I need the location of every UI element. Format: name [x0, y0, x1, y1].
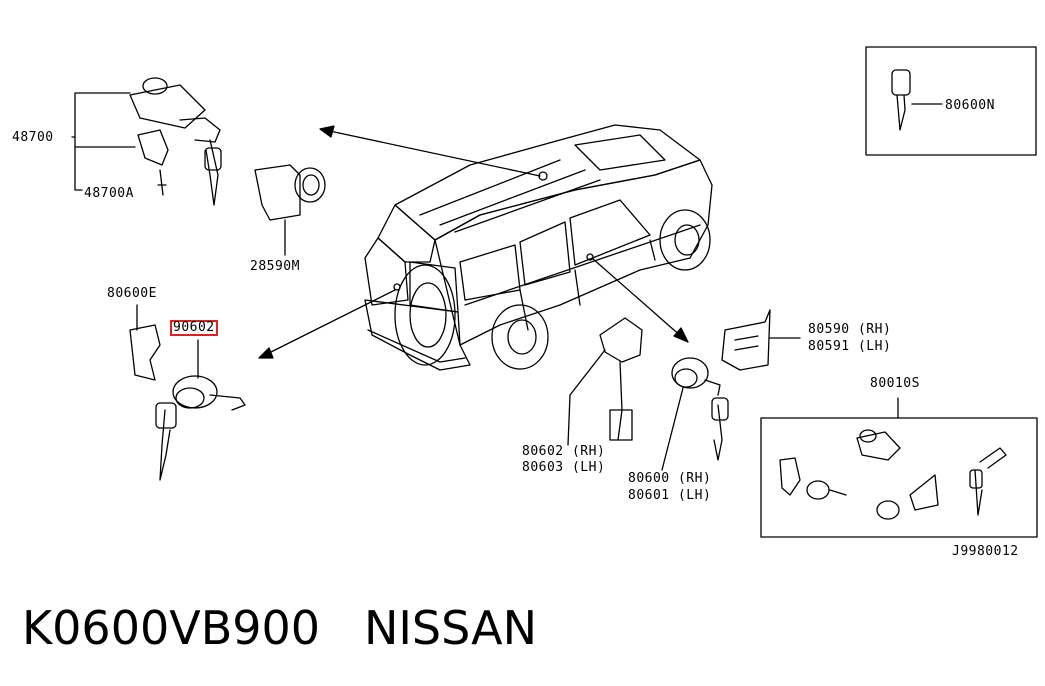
label-80600: 80600 (RH): [628, 471, 712, 486]
kit-inset-box: [760, 397, 1038, 538]
label-80600e: 80600E: [107, 286, 157, 301]
label-80010s: 80010S: [870, 376, 920, 391]
label-28590m: 28590M: [250, 259, 300, 274]
label-80601: 80601 (LH): [628, 488, 712, 503]
lock-bracket-illustration: [721, 309, 801, 371]
label-90602-highlighted: 90602: [170, 320, 218, 336]
steering-lock-illustration: [71, 77, 222, 206]
footer-part-number: K0600VB900: [22, 601, 321, 655]
label-80603: 80603 (LH): [522, 460, 606, 475]
door-rod-illustration: [567, 317, 643, 446]
label-80591: 80591 (LH): [808, 339, 892, 354]
back-door-lock-illustration: [129, 304, 246, 481]
key-inset-box: [865, 46, 1037, 156]
label-48700: 48700: [12, 130, 54, 145]
ignition-module-illustration: [254, 164, 326, 256]
label-80602: 80602 (RH): [522, 444, 606, 459]
leader-arrows: [258, 125, 689, 359]
vehicle-illustration: [364, 124, 713, 371]
drawing-code: J9980012: [952, 544, 1019, 559]
label-80590: 80590 (RH): [808, 322, 892, 337]
label-80600n: 80600N: [945, 98, 995, 113]
footer-brand: NISSAN: [363, 601, 538, 655]
footer-caption: K0600VB900 NISSAN: [22, 598, 537, 658]
door-cylinder-illustration: [661, 357, 729, 471]
label-48700a: 48700A: [84, 186, 134, 201]
